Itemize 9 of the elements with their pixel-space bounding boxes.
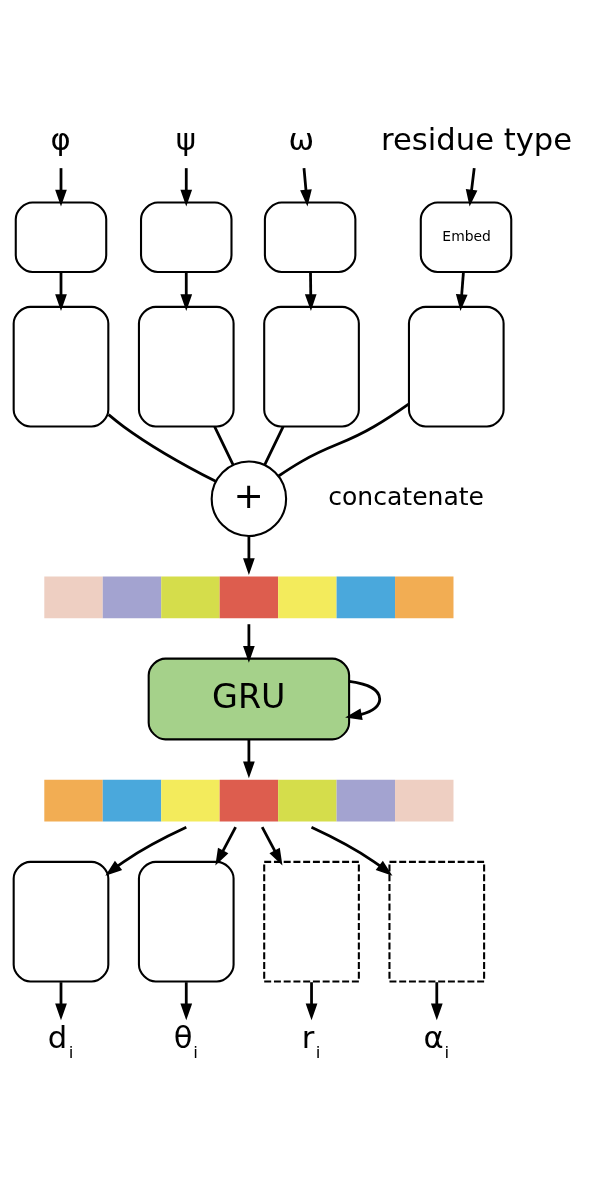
node-text: θ$_{i}$ xyxy=(173,1019,198,1062)
node-text: r$_{i}$ xyxy=(301,1019,321,1062)
node-text: residue type xyxy=(381,122,573,158)
node-text: φ xyxy=(50,122,71,158)
node-text: d$_{i}$ xyxy=(47,1019,74,1062)
node-label: concatenate xyxy=(328,481,485,511)
node-text: ψ xyxy=(175,122,197,158)
node-text: α$_{i}$ xyxy=(423,1019,450,1062)
node-text: ω xyxy=(288,122,315,158)
